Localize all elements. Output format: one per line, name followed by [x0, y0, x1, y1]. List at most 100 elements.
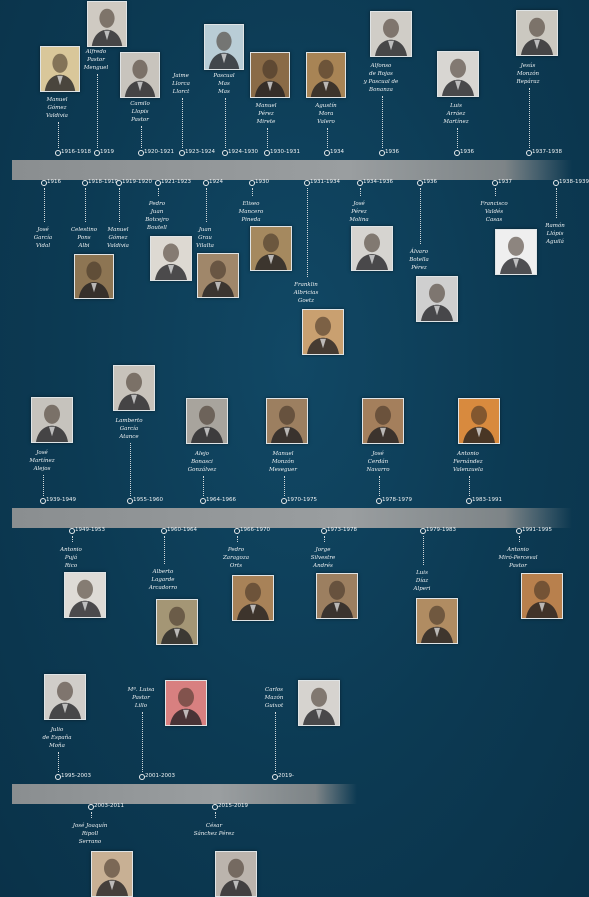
term-dates: 1916-1918	[61, 149, 91, 155]
person-name: Antonio Miró-Perceval Pastor	[498, 547, 538, 569]
connector	[142, 712, 143, 772]
term-dates: 1934	[330, 149, 344, 155]
connector	[164, 536, 165, 564]
person-name: Álvaro Botella Pérez	[409, 249, 429, 271]
timeline-dot	[203, 180, 209, 186]
connector	[252, 188, 253, 196]
term-dates: 1931-1934	[310, 179, 340, 185]
timeline-dot	[55, 150, 61, 156]
person-name: Alfonso de Rojas y Pascual de Bonanza	[363, 63, 399, 93]
portrait	[113, 365, 155, 411]
term-dates: 1937-1938	[532, 149, 562, 155]
portrait	[87, 1, 127, 47]
person-name: Carlos Mazón Guixot	[264, 687, 284, 709]
timeline-dot	[222, 150, 228, 156]
timeline-dot	[212, 804, 218, 810]
portrait	[197, 253, 239, 298]
portrait	[250, 226, 292, 271]
portrait	[458, 398, 500, 444]
connector	[307, 188, 308, 277]
timeline-dot	[179, 150, 185, 156]
portrait	[302, 309, 344, 355]
timeline-dot	[234, 528, 240, 534]
term-dates: 1916	[47, 179, 61, 185]
timeline-bar	[12, 508, 572, 528]
term-dates: 1979-1983	[426, 527, 456, 533]
person-name: Francisco Valdés Casas	[480, 201, 508, 223]
connector	[469, 476, 470, 496]
portrait	[316, 573, 358, 619]
term-dates: 1937	[498, 179, 512, 185]
connector	[382, 96, 383, 148]
connector	[327, 128, 328, 148]
timeline-dot	[281, 498, 287, 504]
term-dates: 1919	[100, 149, 114, 155]
portrait	[215, 851, 257, 897]
person-name: Alberto Lagarde Arcadorro	[148, 569, 178, 591]
timeline-dot	[516, 528, 522, 534]
term-dates: 1921-1923	[161, 179, 191, 185]
timeline-dot	[82, 180, 88, 186]
timeline-dot	[94, 150, 100, 156]
person-name: José Martínez Alejos	[29, 450, 55, 472]
timeline-dot	[116, 180, 122, 186]
term-dates: 1934-1936	[363, 179, 393, 185]
portrait	[521, 573, 563, 619]
timeline-dot	[200, 498, 206, 504]
term-dates: 2019-	[278, 773, 294, 779]
person-name: Pascual Mas Mas	[213, 73, 235, 95]
connector	[237, 536, 238, 542]
person-name: Juan Grau Vilalta	[196, 227, 214, 249]
timeline-dot	[454, 150, 460, 156]
portrait	[516, 10, 558, 56]
term-dates: 1955-1960	[133, 497, 163, 503]
term-dates: 1938-1939	[559, 179, 589, 185]
person-name: Franklin Albricias Goetz	[293, 282, 319, 304]
connector	[495, 188, 496, 196]
connector	[423, 536, 424, 565]
term-dates: 1978-1979	[382, 497, 412, 503]
term-dates: 1970-1975	[287, 497, 317, 503]
timeline-dot	[357, 180, 363, 186]
timeline-dot	[379, 150, 385, 156]
timeline-dot	[420, 528, 426, 534]
timeline-dot	[466, 498, 472, 504]
connector	[97, 74, 98, 148]
timeline-dot	[138, 150, 144, 156]
timeline-dot	[272, 774, 278, 780]
portrait	[120, 52, 160, 98]
connector	[58, 752, 59, 772]
portrait	[437, 51, 479, 97]
connector	[72, 536, 73, 542]
person-name: José Pérez Molina	[349, 201, 369, 223]
term-dates: 1930-1931	[270, 149, 300, 155]
connector	[158, 188, 159, 196]
portrait	[40, 46, 80, 92]
timeline-dot	[526, 150, 532, 156]
portrait	[150, 236, 192, 281]
term-dates: 1936	[385, 149, 399, 155]
portrait	[250, 52, 290, 98]
term-dates: 1966-1970	[240, 527, 270, 533]
connector	[284, 476, 285, 496]
portrait	[204, 24, 244, 70]
timeline-dot	[161, 528, 167, 534]
connector	[91, 812, 92, 818]
term-dates: 1930	[255, 179, 269, 185]
timeline-bar	[12, 784, 357, 804]
term-dates: 1919-1920	[122, 179, 152, 185]
term-dates: 1964-1966	[206, 497, 236, 503]
portrait	[165, 680, 207, 726]
person-name: Antonio Pujá Rico	[60, 547, 82, 569]
connector	[529, 88, 530, 148]
term-dates: 1995-2003	[61, 773, 91, 779]
portrait	[370, 11, 412, 57]
person-name: Luis Arráez Martínez	[443, 103, 469, 125]
term-dates: 1973-1978	[327, 527, 357, 533]
portrait	[31, 397, 73, 443]
term-dates: 1923-1924	[185, 149, 215, 155]
connector	[556, 188, 557, 218]
person-name: Manuel Gómez Valdivia	[46, 97, 68, 119]
person-name: Manuel Gómez Valdivia	[107, 227, 129, 249]
portrait	[495, 229, 537, 275]
